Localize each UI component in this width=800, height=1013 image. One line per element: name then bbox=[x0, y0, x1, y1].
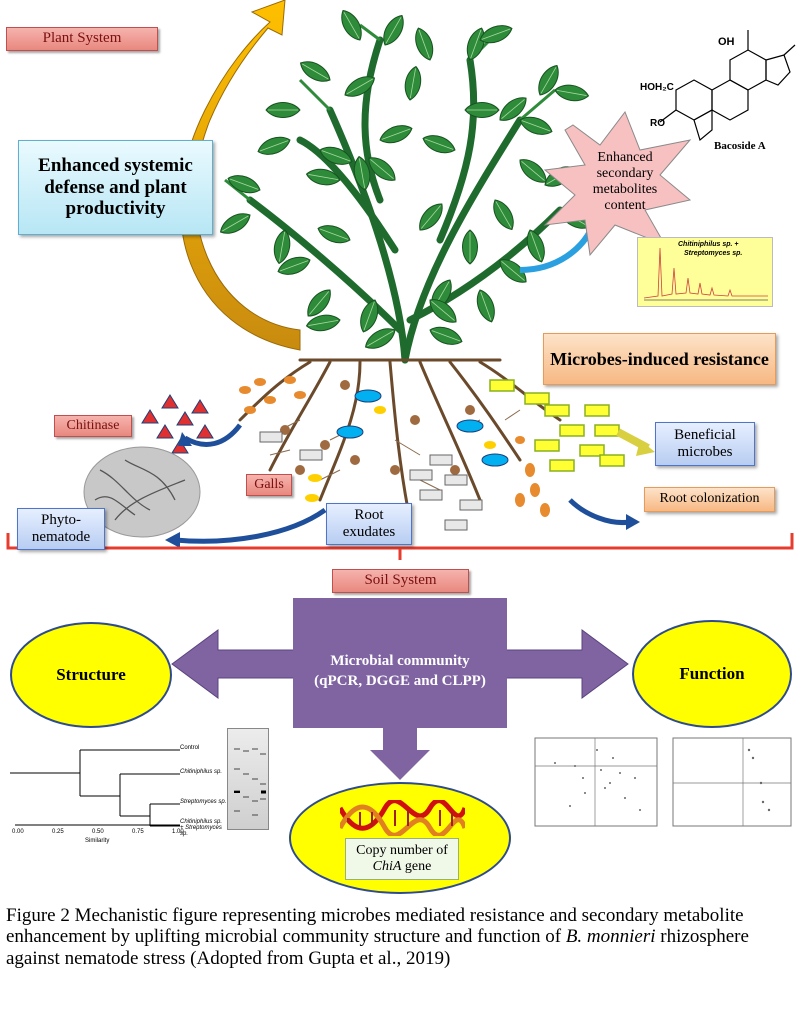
chem-oh-label: OH bbox=[718, 36, 735, 48]
structure-ellipse: Structure bbox=[10, 622, 172, 728]
dendro-leaf-1: Chitiniphilus sp. bbox=[180, 769, 223, 775]
systemic-arrow bbox=[180, 0, 301, 351]
dendro-axis-label: Similarity bbox=[85, 838, 110, 844]
enhanced-defense-box: Enhanced systemic defense and plant prod… bbox=[18, 140, 213, 235]
dendro-tick-3: 0.75 bbox=[132, 829, 144, 835]
hplc-chromatogram: Chitiniphilus sp. + Streptomyces sp. bbox=[637, 237, 773, 307]
chitinase-tag: Chitinase bbox=[54, 415, 132, 437]
bacoside-label: Bacoside A bbox=[714, 140, 766, 152]
copy-number-line-2: ChiA gene bbox=[373, 859, 432, 875]
dendro-tick-1: 0.25 bbox=[52, 829, 64, 835]
microbes-induced-box: Microbes-induced resistance bbox=[543, 333, 776, 385]
caption-species: B. monnieri bbox=[565, 926, 656, 948]
function-ellipse: Function bbox=[632, 620, 792, 728]
chem-ro-label: RO bbox=[650, 118, 665, 129]
dendro-leaf-3: Chitiniphilus sp. + Streptomyces sp. bbox=[180, 819, 223, 837]
dendrogram bbox=[10, 749, 180, 827]
dendro-tick-2: 0.50 bbox=[92, 829, 104, 835]
gene-suffix-label: gene bbox=[401, 859, 432, 874]
dna-helix-icon bbox=[340, 800, 465, 836]
copy-number-line-1: Copy number of bbox=[356, 842, 448, 858]
hplc-label-line-2: Streptomyces sp. bbox=[684, 250, 743, 257]
phytonematode-box: Phyto-nematode bbox=[17, 508, 105, 550]
clpp-pca-plot-a bbox=[534, 737, 658, 827]
dendro-leaf-0: Control bbox=[180, 745, 200, 751]
caption-part-1: Figure 2 Mechanistic figure representing… bbox=[6, 905, 744, 948]
copy-number-box: Copy number of ChiA gene bbox=[345, 838, 459, 880]
dendro-leaf-2: Streptomyces sp. bbox=[180, 799, 227, 805]
chia-gene-label: ChiA bbox=[372, 859, 402, 874]
clpp-pca-plot-b bbox=[672, 737, 792, 827]
figure-caption: Figure 2 Mechanistic figure representing… bbox=[6, 905, 796, 969]
microbial-community-label: Microbial community (qPCR, DGGE and CLPP… bbox=[293, 652, 507, 691]
hplc-label-line-1: Chitiniphilus sp. + bbox=[678, 241, 739, 248]
plant-system-tag: Plant System bbox=[6, 27, 158, 51]
root-exudates-box: Root exudates bbox=[326, 503, 412, 545]
dgge-gel bbox=[227, 728, 269, 830]
soil-system-tag: Soil System bbox=[332, 569, 469, 593]
chem-hoh2c-label: HOH₂C bbox=[640, 82, 674, 93]
root-colonization-box: Root colonization bbox=[644, 487, 775, 512]
galls-tag: Galls bbox=[246, 474, 292, 496]
caption-part-2: rhizosphere against nematode stress (Ado… bbox=[6, 926, 749, 969]
enhanced-secondary-label: Enhanced secondary metabolites content bbox=[592, 150, 658, 214]
plant-illustration bbox=[6, 0, 796, 560]
dendro-tick-0: 0.00 bbox=[12, 829, 24, 835]
dendro-tick-4: 1.00 bbox=[172, 829, 184, 835]
soil-arrows bbox=[171, 598, 629, 780]
microbial-community-line-2: (qPCR, DGGE and CLPP) bbox=[314, 672, 486, 689]
beneficial-microbes-box: Beneficial microbes bbox=[655, 422, 755, 466]
microbial-community-line-1: Microbial community bbox=[330, 653, 470, 669]
